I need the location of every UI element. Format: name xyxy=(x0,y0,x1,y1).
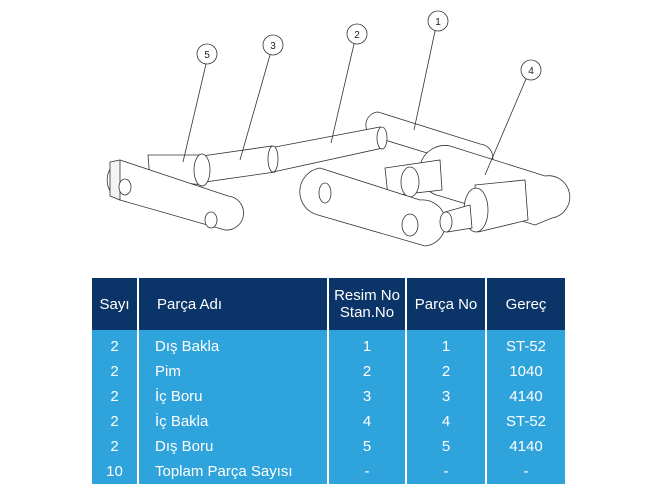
svg-text:2: 2 xyxy=(354,30,360,41)
cell-part-no: 5 xyxy=(406,434,487,459)
middle-bushing xyxy=(384,159,443,198)
cell-qty: 2 xyxy=(92,434,139,459)
cell-material: 4140 xyxy=(486,384,565,409)
cell-material: 1040 xyxy=(486,359,565,384)
cell-drawing-no: - xyxy=(328,459,407,484)
cell-drawing-no: 5 xyxy=(328,434,407,459)
cell-part-name: Dış Bakla xyxy=(138,330,329,359)
cell-material: ST-52 xyxy=(486,409,565,434)
cell-drawing-no: 2 xyxy=(328,359,407,384)
outer-link-left xyxy=(106,153,244,231)
chain-assembly-drawing: 5 3 2 1 4 xyxy=(106,10,571,247)
cell-qty: 10 xyxy=(92,459,139,484)
svg-text:3: 3 xyxy=(270,41,276,52)
inner-bushing xyxy=(201,145,279,183)
header-material: Gereç xyxy=(486,278,565,330)
cell-part-name: Pim xyxy=(138,359,329,384)
outer-bushing-right xyxy=(439,179,529,233)
cell-qty: 2 xyxy=(92,409,139,434)
cell-part-no: 3 xyxy=(406,384,487,409)
cell-part-name: Toplam Parça Sayısı xyxy=(138,459,329,484)
balloon-5: 5 xyxy=(182,43,218,163)
cell-material: - xyxy=(486,459,565,484)
cell-part-no: - xyxy=(406,459,487,484)
cell-drawing-no: 4 xyxy=(328,409,407,434)
balloon-1: 1 xyxy=(413,10,449,131)
cell-part-name: Dış Boru xyxy=(138,434,329,459)
cell-drawing-no: 1 xyxy=(328,330,407,359)
cell-qty: 2 xyxy=(92,330,139,359)
cell-part-no: 1 xyxy=(406,330,487,359)
cell-qty: 2 xyxy=(92,359,139,384)
cell-material: ST-52 xyxy=(486,330,565,359)
cell-part-no: 2 xyxy=(406,359,487,384)
outer-link-front xyxy=(299,167,447,247)
svg-text:5: 5 xyxy=(204,50,210,61)
cell-drawing-no: 3 xyxy=(328,384,407,409)
cell-qty: 2 xyxy=(92,384,139,409)
cell-material: 4140 xyxy=(486,434,565,459)
svg-text:1: 1 xyxy=(435,17,441,28)
cell-part-name: İç Bakla xyxy=(138,409,329,434)
balloon-3: 3 xyxy=(239,34,284,161)
balloon-2: 2 xyxy=(330,23,368,144)
balloon-4: 4 xyxy=(484,59,542,176)
svg-text:4: 4 xyxy=(528,66,534,77)
header-part-name: Parça Adı xyxy=(138,278,329,330)
pin xyxy=(269,126,388,173)
header-qty: Sayı xyxy=(92,278,139,330)
cell-part-name: İç Boru xyxy=(138,384,329,409)
cell-part-no: 4 xyxy=(406,409,487,434)
header-part-no: Parça No xyxy=(406,278,487,330)
